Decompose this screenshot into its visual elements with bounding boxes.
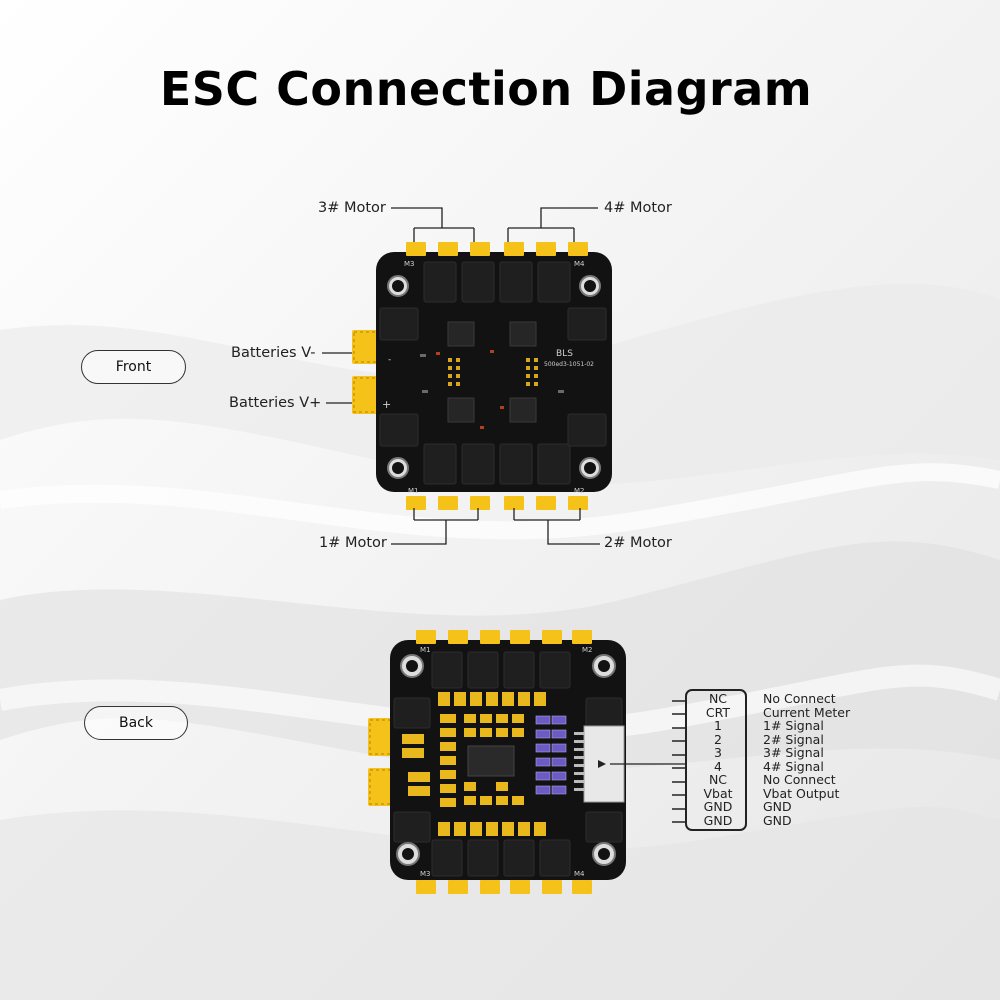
pin-name: 1 <box>714 718 722 733</box>
pin-name: 2 <box>714 731 722 747</box>
page-title: ESC Connection Diagram <box>159 62 813 116</box>
front-silk-brand: BLS <box>556 349 573 359</box>
battery-pos-label: Batteries V+ <box>229 395 322 411</box>
front-label-text: Front <box>115 359 152 375</box>
pin-description: 4# Signal <box>763 758 824 774</box>
battery-neg-label: Batteries V- <box>231 345 316 361</box>
pinout-row: GND GND <box>686 800 886 814</box>
pin-description: 3# Signal <box>763 745 824 760</box>
pin-description: GND <box>763 799 792 814</box>
svg-text:-: - <box>388 355 391 365</box>
pin-description: Current Meter <box>763 704 851 720</box>
pin-name: CRT <box>705 704 731 720</box>
motor1-label: 1# Motor <box>319 535 387 551</box>
pinout-row: NC No Connect <box>686 692 886 706</box>
pin-description: No Connect <box>763 691 836 706</box>
pinout-row: 2 2# Signal <box>686 731 886 747</box>
svg-text:+: + <box>382 398 391 411</box>
pin-name: GND <box>703 799 733 814</box>
pinout-row: NC No Connect <box>686 773 886 787</box>
back-label: Back <box>84 706 188 740</box>
back-silk-m2: M2 <box>582 646 593 654</box>
front-silk-m4: M4 <box>574 260 585 268</box>
motor2-label: 2# Motor <box>604 535 672 551</box>
pin-name: 4 <box>714 758 722 774</box>
pin-name: NC <box>708 772 728 787</box>
back-silk-m1: M1 <box>420 646 431 654</box>
pinout-row: 1 1# Signal <box>686 719 886 733</box>
pin-description: Vbat Output <box>763 785 840 801</box>
front-silk-code: 500ed3-1051-02 <box>544 361 594 368</box>
esc-front-board: M3 M4 M1 M2 BLS 500ed3-1051-02 - + <box>352 242 612 510</box>
pinout-row: GND GND <box>686 812 886 828</box>
front-label: Front <box>81 350 186 384</box>
pin-description: GND <box>763 812 792 828</box>
back-label-text: Back <box>119 715 153 731</box>
pin-description: No Connect <box>763 772 836 787</box>
front-silk-m1: M1 <box>408 487 419 495</box>
pin-name: GND <box>703 812 733 828</box>
pin-description: 1# Signal <box>763 718 824 733</box>
pin-name: Vbat <box>703 785 733 801</box>
back-silk-m4: M4 <box>574 870 585 878</box>
pin-description: 2# Signal <box>763 731 824 747</box>
pinout-row: Vbat Vbat Output <box>686 785 886 801</box>
front-silk-m3: M3 <box>404 260 415 268</box>
pinout-row: CRT Current Meter <box>686 704 886 720</box>
front-silk-m2: M2 <box>574 487 585 495</box>
motor4-label: 4# Motor <box>604 200 672 216</box>
pinout-row: 4 4# Signal <box>686 758 886 774</box>
pin-name: 3 <box>714 745 722 760</box>
motor3-label: 3# Motor <box>318 200 386 216</box>
back-silk-m3: M3 <box>420 870 431 878</box>
pinout-row: 3 3# Signal <box>686 746 886 760</box>
esc-back-board: M1 M2 M3 M4 <box>368 630 626 894</box>
pin-name: NC <box>708 691 728 706</box>
